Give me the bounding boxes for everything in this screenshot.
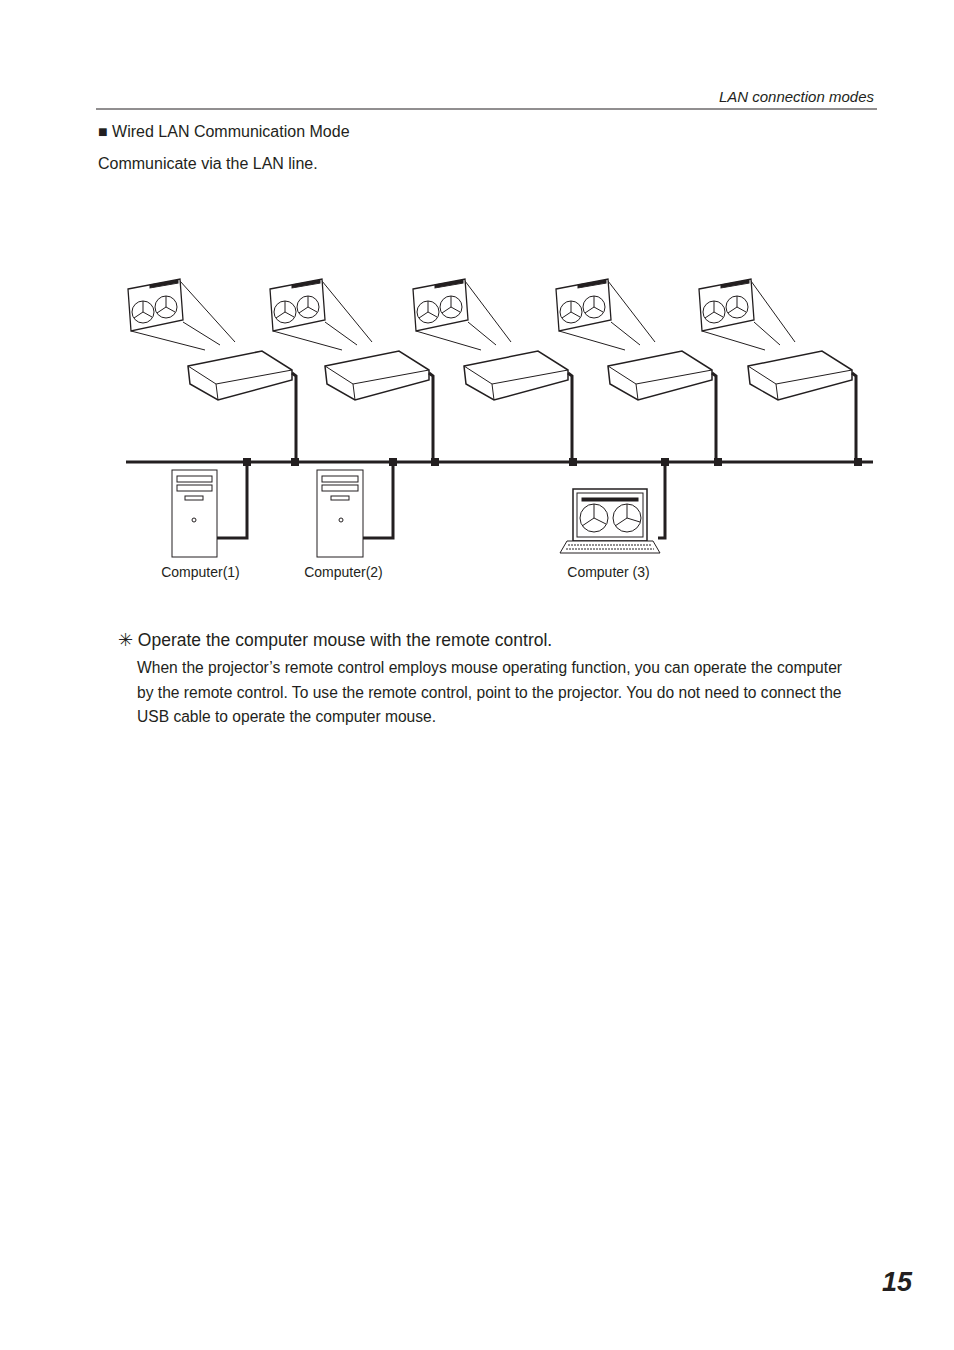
computer-node: Computer(2) [302, 564, 385, 580]
computer-label: Computer (3) [565, 564, 652, 580]
computer-node: Computer(1) [159, 564, 242, 580]
projector-unit [556, 279, 716, 462]
junction [389, 458, 397, 466]
junction [661, 458, 669, 466]
junction [291, 458, 299, 466]
note-body: When the projector’s remote control empl… [137, 656, 862, 730]
projector-unit [699, 279, 856, 462]
junction [569, 458, 577, 466]
junctions [243, 458, 862, 466]
lan-cables [126, 462, 873, 538]
projector-unit [413, 279, 572, 462]
header-rule [96, 109, 877, 110]
intro-text: Communicate via the LAN line. [98, 154, 318, 173]
computer-node: Computer (3) [565, 564, 652, 580]
junction [431, 458, 439, 466]
page-number: 15 [820, 1266, 912, 1298]
running-header: LAN connection modes [600, 88, 874, 106]
section-title: ■ Wired LAN Communication Mode [98, 122, 350, 141]
junction [714, 458, 722, 466]
computer-label: Computer(2) [302, 564, 385, 580]
computer-label: Computer(1) [159, 564, 242, 580]
junction [243, 458, 251, 466]
projector-unit [270, 279, 433, 462]
junction [854, 458, 862, 466]
note-heading: ✳ Operate the computer mouse with the re… [118, 630, 552, 651]
projectors [128, 279, 856, 462]
computers [172, 470, 660, 557]
